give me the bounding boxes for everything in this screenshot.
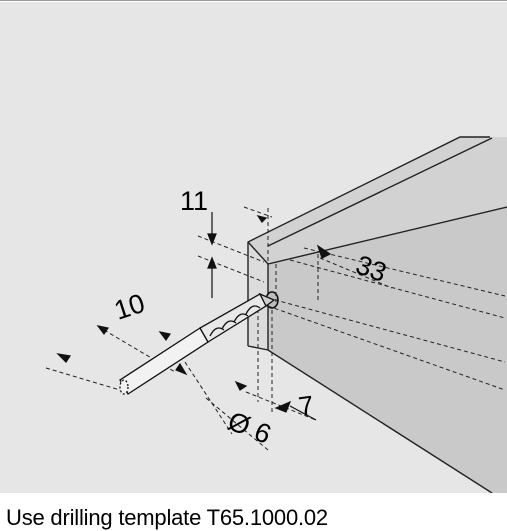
panel-outline — [247, 136, 507, 493]
panel-top-face — [248, 137, 507, 264]
dim-diameter-6: Ø 6 — [224, 406, 276, 450]
caption-text: Use drilling template T65.1000.02 — [6, 505, 328, 530]
construction-lines — [45, 206, 506, 451]
dim-11: 11 — [180, 186, 208, 216]
top-divider — [0, 0, 507, 1]
drilling-diagram: 11 33 10 7 Ø 6 — [0, 2, 507, 493]
panel-front-face — [268, 207, 507, 493]
dim-10: 10 — [111, 288, 149, 326]
dim-7: 7 — [297, 390, 316, 422]
dimension-arrows — [56, 212, 332, 421]
caption-bar: Use drilling template T65.1000.02 — [0, 493, 507, 531]
diagram-svg: 11 33 10 7 Ø 6 — [45, 136, 507, 493]
drill-bit — [119, 292, 276, 395]
